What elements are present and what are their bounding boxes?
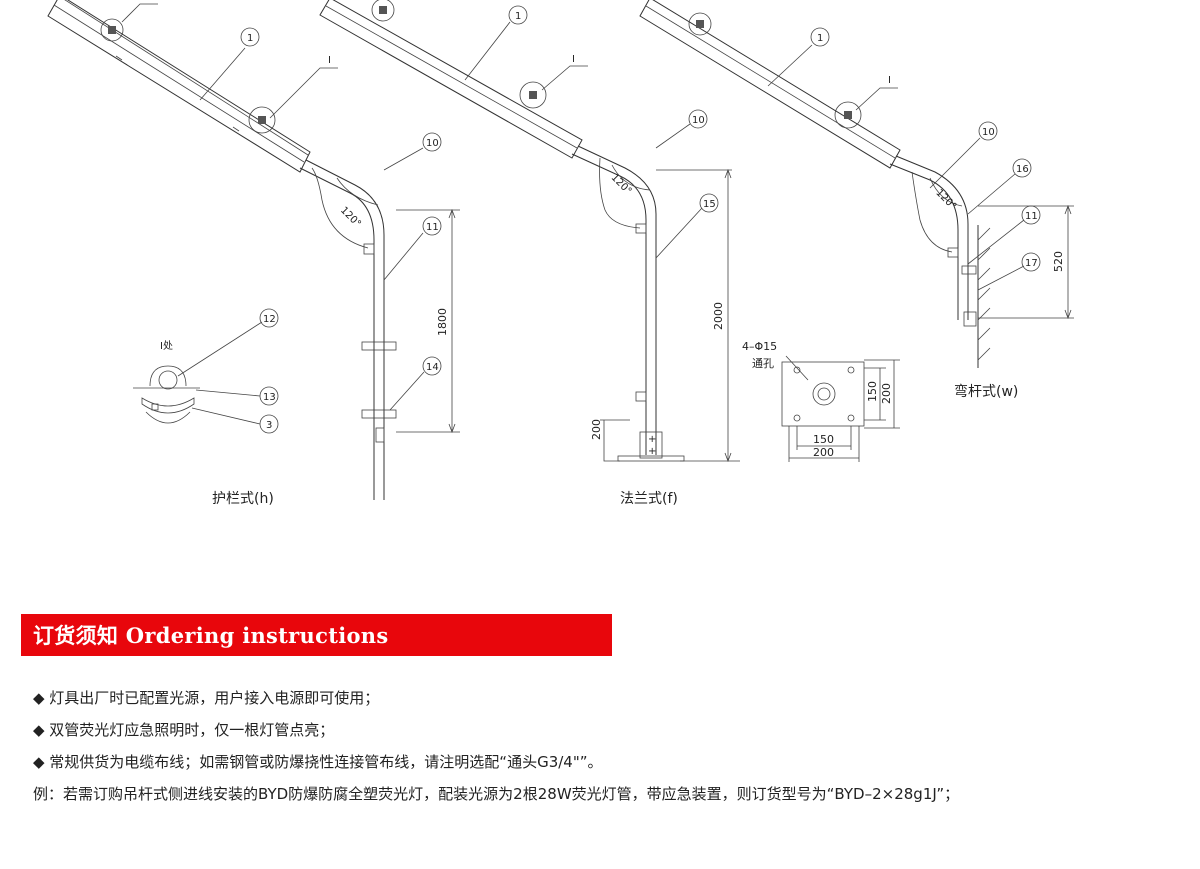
callout-1-h: 1: [247, 33, 253, 44]
dim-w-height: 520: [1052, 251, 1065, 272]
callout-11-h: 11: [426, 222, 439, 233]
callout-12: 12: [263, 314, 276, 325]
dim-f-height: 2000: [712, 302, 725, 330]
ordering-title: 订货须知 Ordering instructions: [33, 623, 389, 648]
ordering-banner: 订货须知 Ordering instructions: [21, 614, 612, 656]
ordering-notes: ◆ 灯具出厂时已配置光源，用户接入电源即可使用； ◆ 双管荧光灯应急照明时，仅一…: [33, 688, 1173, 816]
svg-text:+: +: [648, 434, 656, 445]
variant-guardrail: 120° 1800 1 Ⅰ 10 11 14 护栏式(h): [47, 0, 460, 507]
svg-text:+: +: [648, 446, 656, 457]
dim-f-base: 200: [590, 419, 603, 440]
callout-10-f: 10: [692, 115, 705, 126]
callout-16: 16: [1016, 164, 1029, 175]
dim-h-height: 1800: [436, 308, 449, 336]
installation-diagram: 120° 1800 1 Ⅰ 10 11 14 护栏式(h) Ⅰ处: [47, 0, 1074, 507]
callout-11-w: 11: [1025, 211, 1038, 222]
hole-note-1: 4–Φ15: [742, 340, 777, 353]
callout-15: 15: [703, 199, 716, 210]
roman-label-f: Ⅰ: [572, 54, 575, 65]
callout-10-h: 10: [426, 138, 439, 149]
flange-v-inner: 150: [866, 381, 879, 402]
hole-note-2: 通孔: [752, 357, 774, 370]
note-item: ◆ 灯具出厂时已配置光源，用户接入电源即可使用；: [33, 689, 380, 707]
callout-1-w: 1: [817, 33, 823, 44]
caption-flange: 法兰式(f): [620, 491, 678, 507]
detail-view: Ⅰ处 12 13 3: [133, 308, 279, 434]
caption-guardrail: 护栏式(h): [212, 491, 274, 507]
roman-label-w: Ⅰ: [888, 75, 891, 86]
flange-h-outer: 200: [813, 446, 834, 459]
flange-plan: 4–Φ15 通孔 150 200 150 200: [742, 340, 900, 462]
callout-3: 3: [266, 420, 272, 431]
note-item: ◆ 常规供货为电缆布线；如需钢管或防爆挠性连接管布线，请注明选配“通头G3/4"…: [33, 753, 603, 771]
callout-17: 17: [1025, 258, 1038, 269]
angle-label-f: 120°: [609, 172, 634, 197]
callout-14-h: 14: [426, 362, 439, 373]
roman-label-h: Ⅰ: [328, 55, 331, 66]
callout-10-w: 10: [982, 127, 995, 138]
angle-label-h: 120°: [338, 205, 363, 230]
caption-bent-pole: 弯杆式(w): [954, 383, 1018, 400]
example-note: 例：若需订购吊杆式侧进线安装的BYD防爆防腐全塑荧光灯，配装光源为2根28W荧光…: [33, 785, 960, 803]
note-item: ◆ 双管荧光灯应急照明时，仅一根灯管点亮；: [33, 721, 335, 739]
callout-13: 13: [263, 392, 276, 403]
flange-v-outer: 200: [880, 383, 893, 404]
detail-label: Ⅰ处: [160, 340, 173, 352]
callout-1-f: 1: [515, 11, 521, 22]
variant-flange: 120° + + 2000 200 1 Ⅰ 10 15 法兰式(f): [319, 0, 740, 507]
flange-h-inner: 150: [813, 433, 834, 446]
